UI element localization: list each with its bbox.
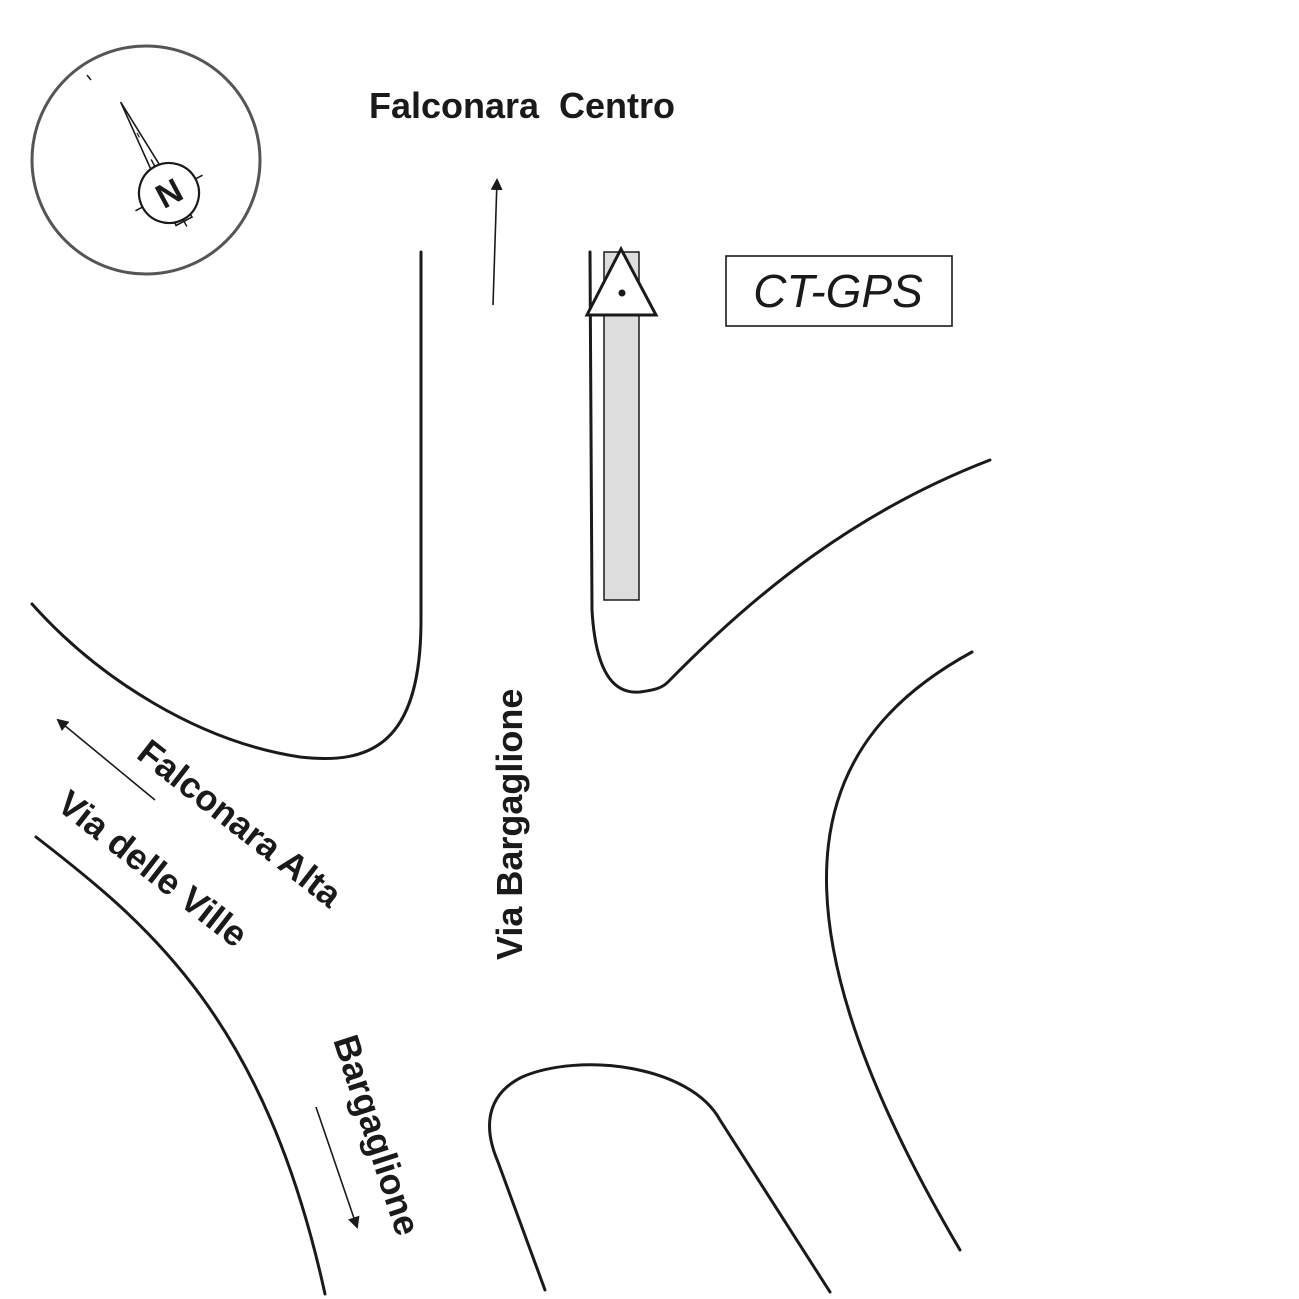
road-edge-upper-left [30, 250, 423, 761]
arrow-north-icon [490, 178, 503, 306]
station-label-box [725, 255, 953, 327]
compass-ring [30, 44, 262, 276]
gps-station-icon [584, 245, 659, 317]
arrow-south-icon [315, 1106, 360, 1229]
compass-icon: N [30, 44, 262, 276]
street-main-label: Via Bargaglione [489, 689, 530, 960]
road-network [30, 250, 992, 1296]
road-edge-lower-left [34, 835, 327, 1296]
arrow-west-icon [56, 718, 156, 801]
compass-needle: N [119, 101, 203, 227]
destination-north-label: Falconara Centro [369, 85, 675, 126]
station-label: CT-GPS [753, 265, 923, 317]
road-edge-lower-island [488, 1063, 832, 1294]
road-edge-lower-right [825, 650, 974, 1252]
destination-south-label: Bargaglione [325, 1030, 428, 1241]
road-edge-upper-right [588, 250, 992, 694]
